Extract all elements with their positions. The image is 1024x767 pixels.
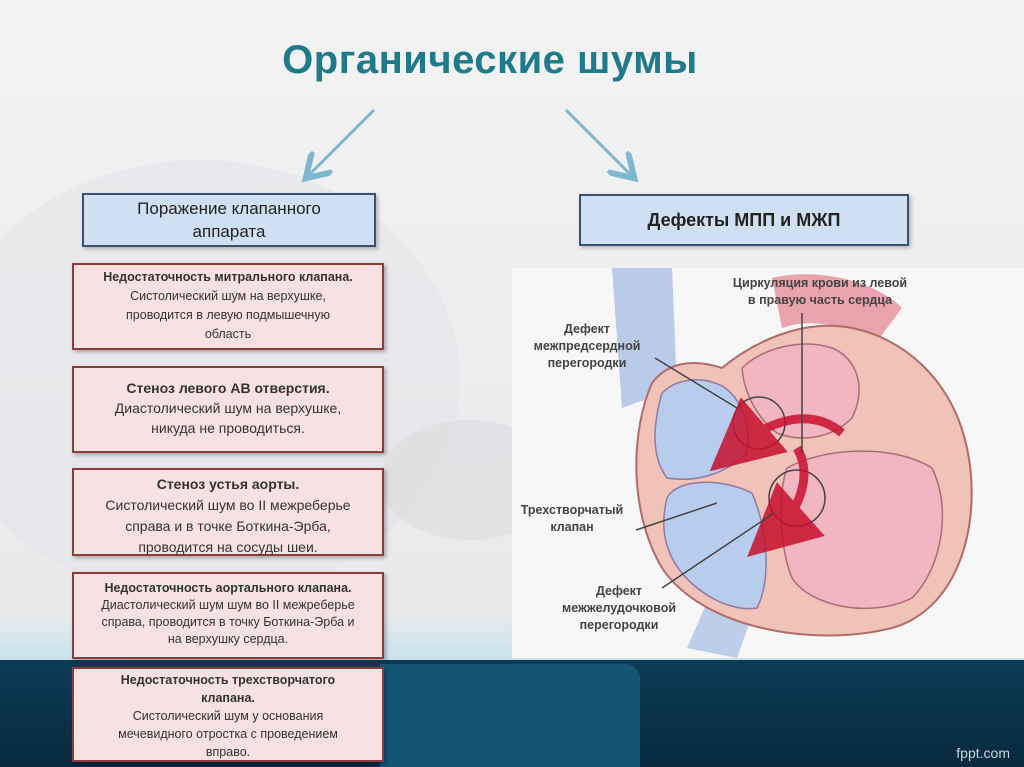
septal-defects-header: Дефекты МПП и МЖП [579, 194, 909, 246]
heart-illustration [612, 268, 973, 658]
card-title-line2: клапана. [201, 691, 255, 705]
label-ventricular-septal-defect: Дефект межжелудочковой перегородки [544, 583, 694, 634]
card-line: Систолический шум на верхушке, [130, 289, 326, 303]
label-shunt-flow-line1: Циркуляция крови из левой [732, 276, 908, 290]
label-vsd-line1: Дефект [595, 584, 643, 598]
card-tricuspid-insufficiency: Недостаточность трехстворчатого клапана.… [72, 667, 384, 762]
card-mitral-stenosis: Стеноз левого АВ отверстия. Диастолическ… [72, 366, 384, 453]
card-line: проводится на сосуды шеи. [138, 539, 318, 555]
card-title: Недостаточность митрального клапана. [103, 270, 353, 284]
card-aortic-insufficiency: Недостаточность аортального клапана. Диа… [72, 572, 384, 659]
card-line: справа, проводится в точку Боткина-Эрба … [101, 615, 355, 629]
card-line: Диастолический шум шум во II межреберье [101, 598, 355, 612]
heart-diagram: Циркуляция крови из левой в правую часть… [512, 268, 1024, 658]
valve-lesion-header-line2: аппарата [192, 222, 266, 241]
card-line: область [204, 327, 252, 341]
label-asd-line3: перегородки [547, 356, 627, 370]
card-title: Недостаточность аортального клапана. [104, 581, 352, 595]
card-line: вправо. [205, 745, 251, 759]
card-line: Систолический шум у основания [132, 709, 324, 723]
watermark: fppt.com [956, 745, 1010, 761]
label-tricuspid-valve: Трехстворчатый клапан [512, 502, 632, 536]
valve-lesion-header: Поражение клапанного аппарата [82, 193, 376, 247]
card-line: проводится в левую подмышечную [126, 308, 330, 322]
label-tricuspid-line2: клапан [550, 520, 594, 534]
card-aortic-stenosis: Стеноз устья аорты. Систолический шум во… [72, 468, 384, 556]
card-line: Диастолический шум на верхушке, [114, 400, 342, 416]
card-line: мечевидного отростка с проведением [118, 727, 338, 741]
label-asd-line2: межпредсердной [533, 339, 641, 353]
card-title: Стеноз устья аорты. [156, 476, 300, 492]
valve-lesion-header-line1: Поражение клапанного [137, 199, 321, 218]
card-title: Недостаточность трехстворчатого [120, 673, 336, 687]
card-line: Систолический шум во II межреберье [105, 497, 351, 513]
arrow-right [564, 108, 630, 174]
label-shunt-flow: Циркуляция крови из левой в правую часть… [695, 275, 945, 309]
label-tricuspid-line1: Трехстворчатый [520, 503, 624, 517]
label-shunt-flow-line2: в правую часть сердца [747, 293, 893, 307]
card-line: на верхушку сердца. [167, 632, 289, 646]
arrow-left [310, 108, 376, 174]
label-vsd-line2: межжелудочковой [561, 601, 677, 615]
label-atrial-septal-defect: Дефект межпредсердной перегородки [512, 321, 662, 372]
card-title: Стеноз левого АВ отверстия. [126, 380, 330, 396]
label-asd-line1: Дефект [563, 322, 611, 336]
card-mitral-insufficiency: Недостаточность митрального клапана. Сис… [72, 263, 384, 350]
slide-title: Органические шумы [282, 38, 698, 82]
card-line: справа и в точке Боткина-Эрба, [125, 518, 331, 534]
card-line: никуда не проводиться. [151, 420, 305, 436]
footer-tab [380, 664, 640, 767]
label-vsd-line3: перегородки [579, 618, 659, 632]
